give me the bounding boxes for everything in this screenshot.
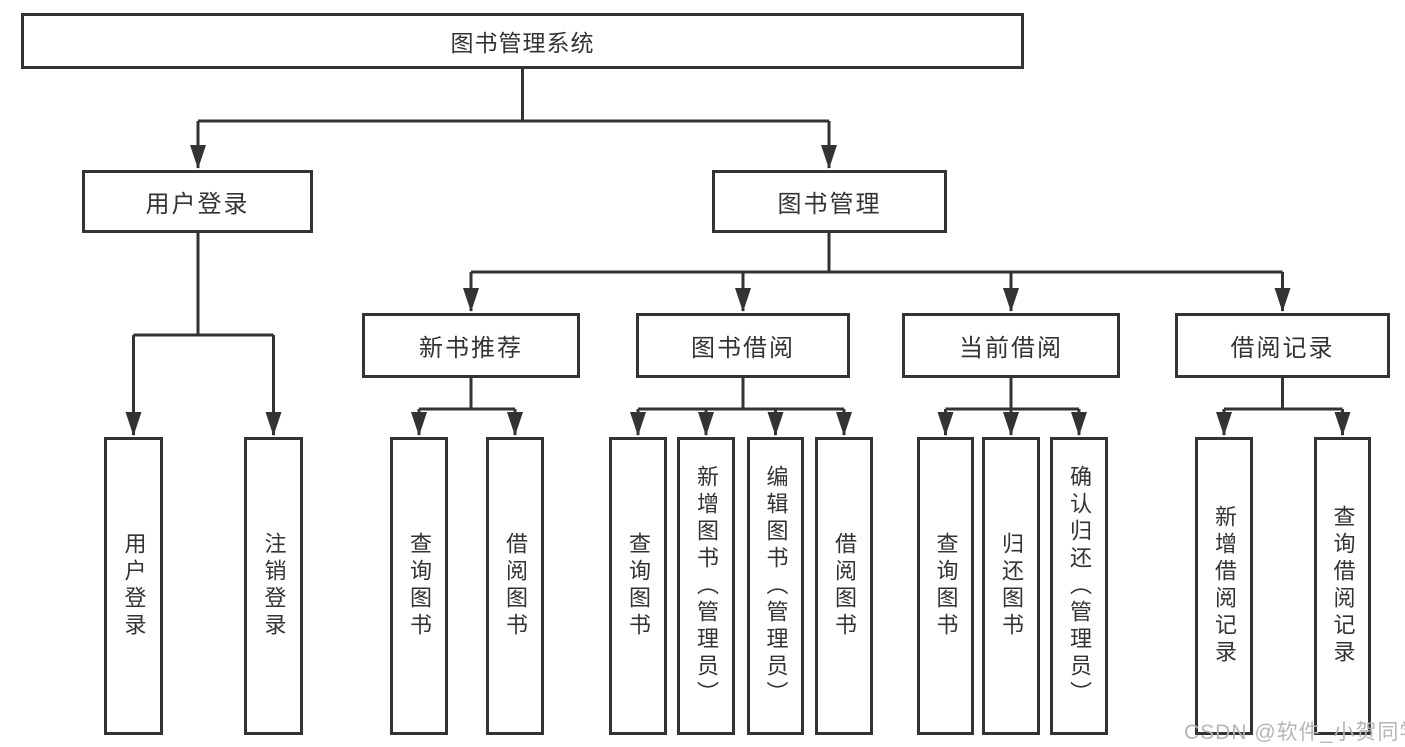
node-label: 编辑图书（管理员） <box>763 464 789 708</box>
node-label: 新书推荐 <box>419 335 523 362</box>
node-label: 查询借阅记录 <box>1330 505 1356 667</box>
node-label: 借阅记录 <box>1230 335 1335 362</box>
node-current-borrow: 当前借阅 <box>902 313 1120 378</box>
node-label: 查询图书 <box>407 532 432 640</box>
leaf-return-books: 归还图书 <box>982 437 1040 735</box>
leaf-add-books-admin: 新增图书（管理员） <box>677 437 735 735</box>
node-label: 用户登录 <box>145 191 250 218</box>
node-borrow-records: 借阅记录 <box>1175 313 1390 378</box>
node-new-book-recommend: 新书推荐 <box>362 313 580 378</box>
node-label: 当前借阅 <box>959 335 1063 362</box>
leaf-add-borrow-record: 新增借阅记录 <box>1195 437 1253 735</box>
node-book-borrow: 图书借阅 <box>636 313 850 378</box>
watermark: CSDN @软件_小贺同学 <box>1184 721 1405 744</box>
leaf-user-login: 用户登录 <box>104 437 163 735</box>
leaf-edit-books-admin: 编辑图书（管理员） <box>747 437 804 735</box>
node-label: 借阅图书 <box>832 532 857 640</box>
node-label: 新增借阅记录 <box>1212 505 1237 667</box>
node-label: 查询图书 <box>626 532 651 640</box>
node-label: 新增图书（管理员） <box>694 464 719 708</box>
node-user-login-group: 用户登录 <box>82 170 313 233</box>
leaf-confirm-return-admin: 确认归还（管理员） <box>1050 437 1108 735</box>
leaf-query-borrow-record: 查询借阅记录 <box>1314 437 1371 735</box>
leaf-query-books-1: 查询图书 <box>390 437 448 735</box>
leaf-logout: 注销登录 <box>244 437 303 735</box>
node-label: 图书借阅 <box>691 335 795 362</box>
leaf-borrow-books-2: 借阅图书 <box>815 437 873 735</box>
node-book-management: 图书管理 <box>712 170 947 233</box>
node-label: 归还图书 <box>999 532 1024 640</box>
node-label: 图书管理 <box>777 191 882 218</box>
leaf-query-books-3: 查询图书 <box>917 437 974 735</box>
node-library-management-system: 图书管理系统 <box>21 13 1024 69</box>
leaf-borrow-books-1: 借阅图书 <box>486 437 544 735</box>
node-label: 查询图书 <box>933 532 959 640</box>
node-label: 借阅图书 <box>503 532 528 640</box>
node-label: 用户登录 <box>121 532 147 640</box>
leaf-query-books-2: 查询图书 <box>609 437 667 735</box>
node-label: 图书管理系统 <box>450 30 595 56</box>
node-label: 确认归还（管理员） <box>1067 464 1092 708</box>
node-label: 注销登录 <box>261 532 287 640</box>
